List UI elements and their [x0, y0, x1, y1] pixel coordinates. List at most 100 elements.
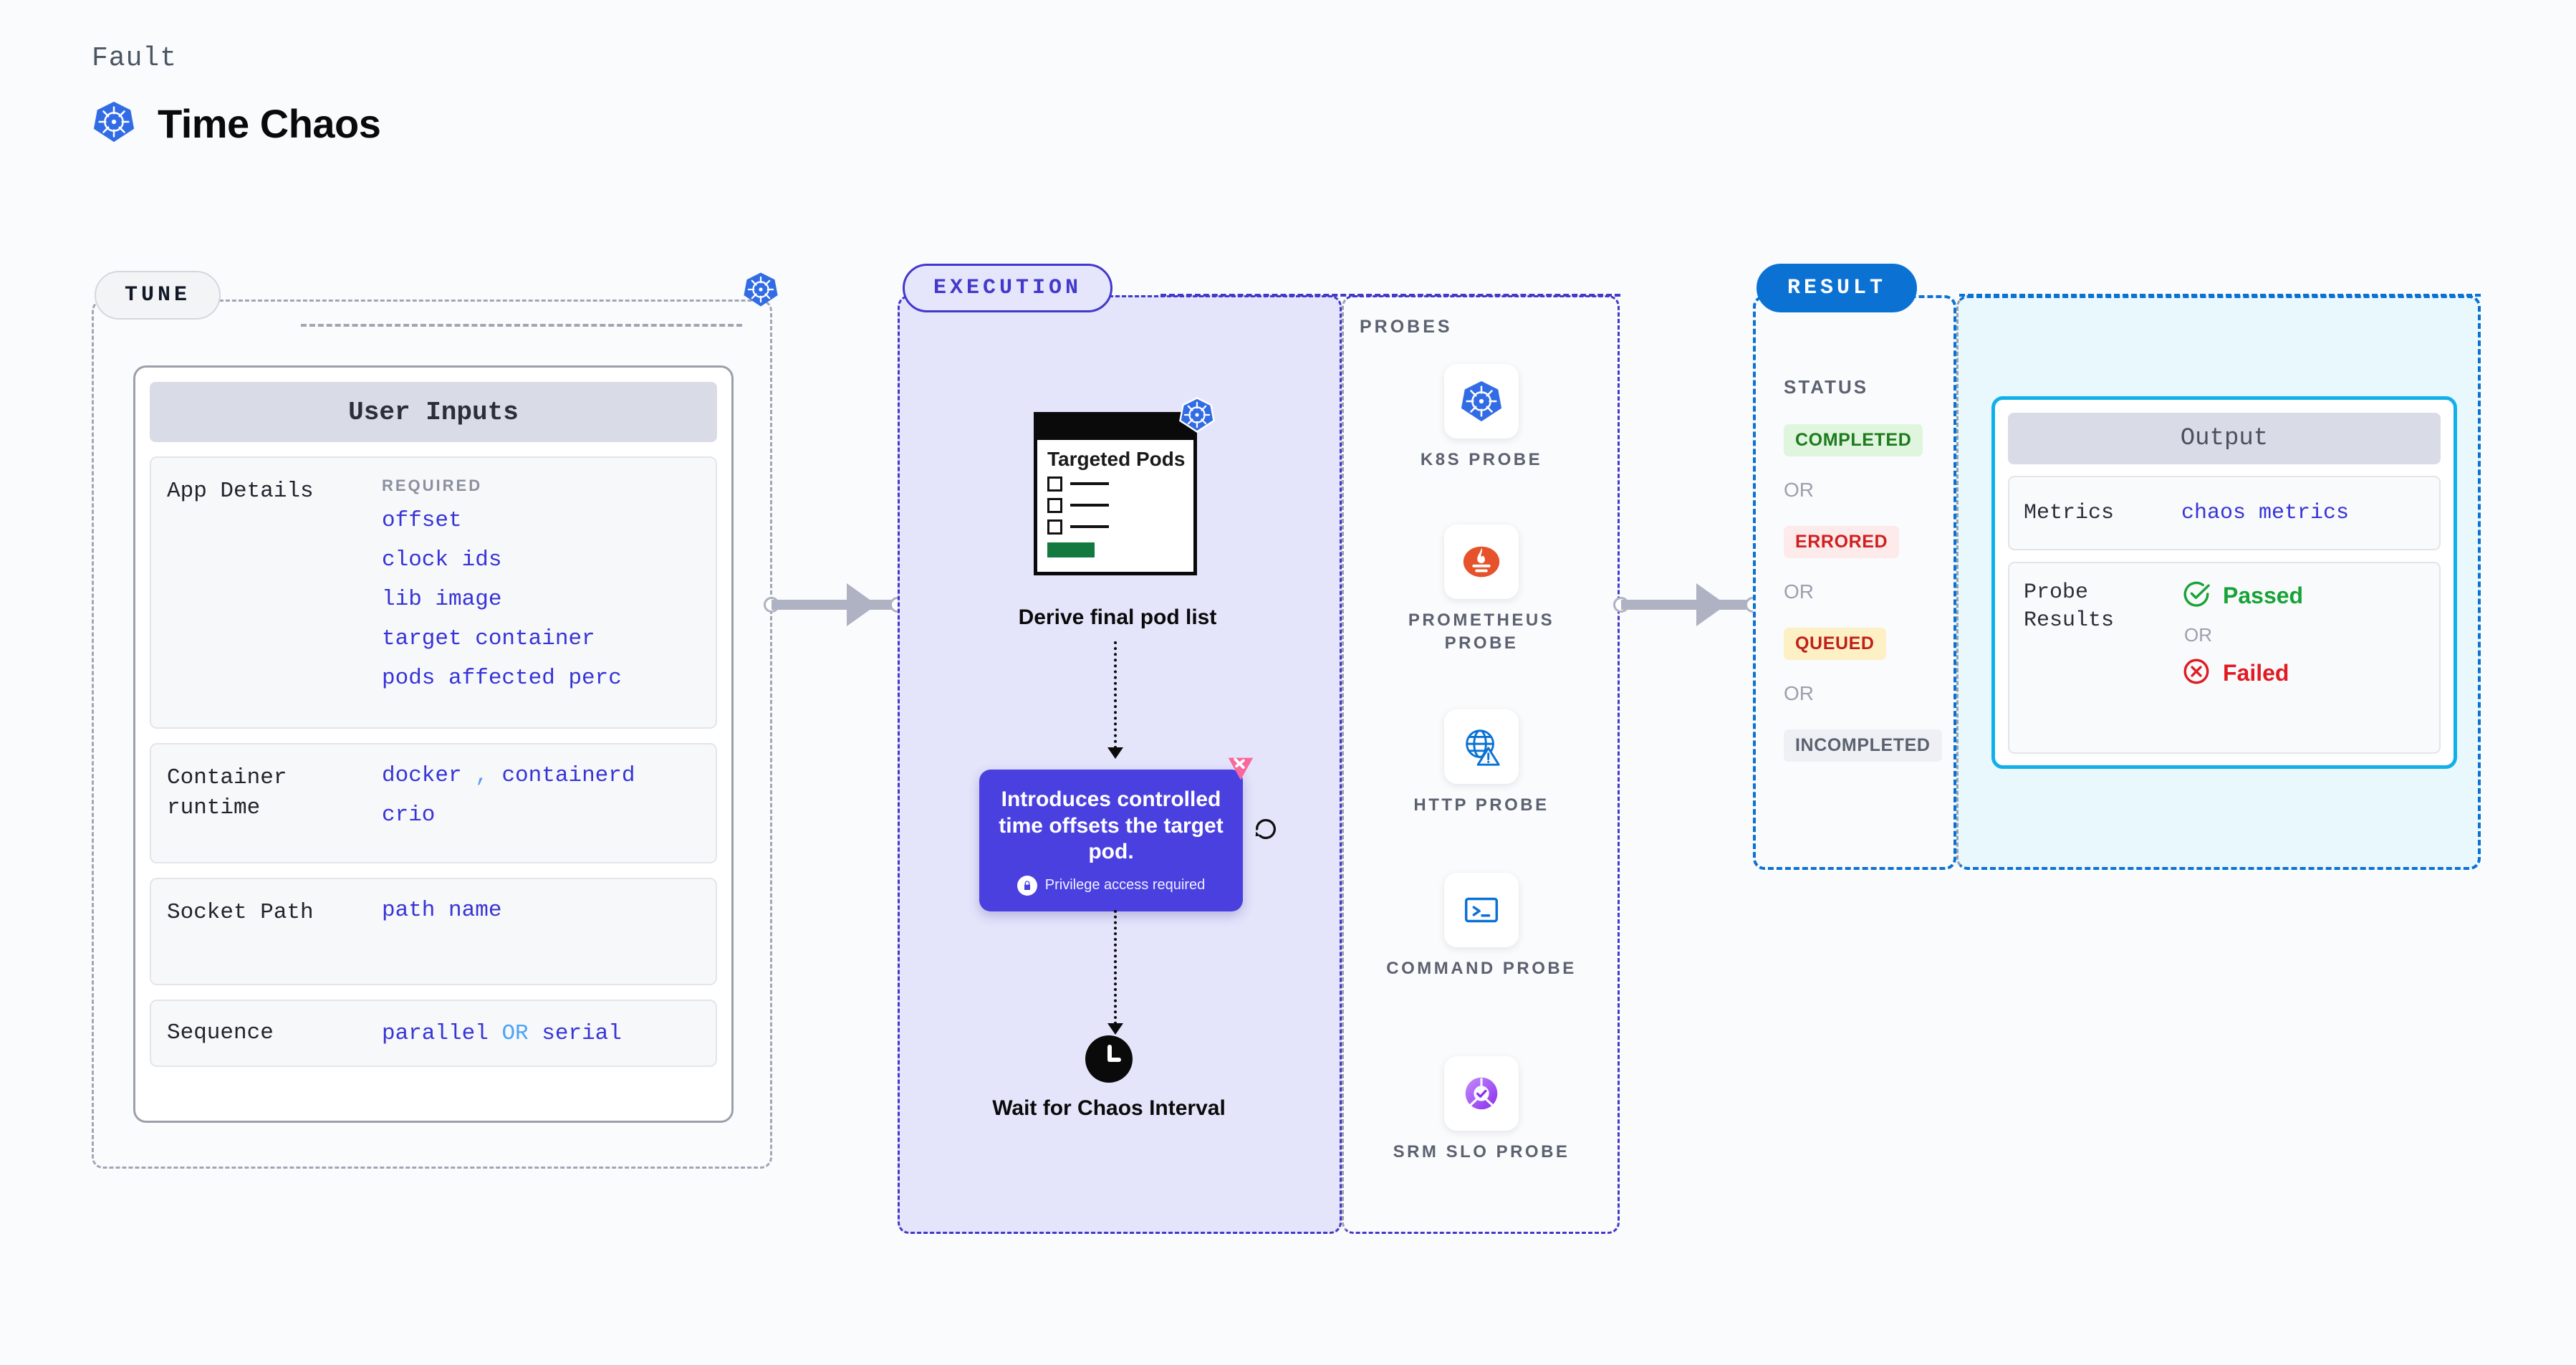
kubernetes-icon [92, 100, 136, 148]
pods-list-item [1047, 519, 1193, 535]
status-badge-incompleted: INCOMPLETED [1784, 729, 1942, 762]
pods-line [1070, 482, 1109, 486]
http-globe-warning-icon [1444, 709, 1519, 784]
probes-section-label: PROBES [1360, 317, 1453, 337]
status-badge-completed: COMPLETED [1784, 424, 1923, 456]
output-metrics-label: Metrics [2024, 500, 2115, 525]
result-top-dash [1959, 294, 2481, 297]
field-label: Container runtime [167, 765, 287, 820]
output-card: Output Metrics chaos metrics Probe Resul… [1991, 396, 2457, 769]
probe-label: HTTP PROBE [1413, 795, 1549, 815]
chaos-description-text: Introduces controlled time offsets the t… [999, 787, 1224, 864]
field-sequence: Sequence parallel OR serial [150, 1000, 717, 1067]
privilege-note-text: Privilege access required [1044, 877, 1206, 894]
pods-line [1070, 525, 1109, 529]
field-value: target container [382, 626, 595, 651]
failed-label: Failed [2223, 660, 2289, 686]
field-values: REQUIRED offset clock ids lib image targ… [382, 476, 697, 709]
lock-icon [1017, 875, 1037, 896]
tune-stage-pill[interactable]: TUNE [95, 271, 221, 320]
field-value: lib image [382, 587, 502, 612]
probe-item-k8s[interactable]: K8S PROBE [1374, 364, 1589, 471]
output-probe-results-label: Probe Results [2024, 580, 2115, 633]
wait-for-chaos-interval-label: Wait for Chaos Interval [992, 1096, 1226, 1120]
pods-body: Targeted Pods [1037, 440, 1193, 557]
terminal-icon [1444, 873, 1519, 947]
or-separator: OR [1784, 479, 1814, 501]
checkbox-icon [1047, 497, 1062, 513]
probe-result-passed: Passed [2181, 579, 2425, 613]
output-metrics-row: Metrics chaos metrics [2008, 476, 2441, 550]
output-metrics-value-wrap: chaos metrics [2181, 501, 2425, 525]
probe-result-failed: Failed [2181, 656, 2425, 690]
srm-slo-gauge-icon [1444, 1056, 1519, 1131]
flow-dotted-line [1114, 641, 1117, 749]
derive-final-pod-list-label: Derive final pod list [1018, 605, 1217, 629]
prometheus-icon [1444, 525, 1519, 599]
fault-eyebrow: Fault [92, 43, 178, 74]
field-value: crio [382, 803, 436, 828]
field-app-details: App Details REQUIRED offset clock ids li… [150, 456, 717, 729]
required-tag: REQUIRED [382, 476, 483, 494]
pods-list-item [1047, 476, 1193, 492]
probe-label: COMMAND PROBE [1386, 959, 1577, 978]
result-stage-pill[interactable]: RESULT [1756, 264, 1918, 312]
flow-arrow-icon [1107, 747, 1123, 759]
pods-list-item [1047, 497, 1193, 513]
probe-item-prometheus[interactable]: PROMETHEUS PROBE [1374, 525, 1589, 656]
status-label: STATUS [1784, 376, 1869, 398]
kubernetes-icon [1178, 396, 1216, 437]
passed-label: Passed [2223, 583, 2304, 608]
field-values: path name [382, 898, 697, 965]
field-socket-path: Socket Path path name [150, 878, 717, 985]
connector-arrow-icon [1696, 583, 1726, 626]
execution-stage-pill[interactable]: EXECUTION [903, 264, 1113, 312]
or-separator: OR [1784, 682, 1814, 704]
retry-icon[interactable] [1250, 813, 1282, 848]
page-header: Fault Time Chaos [92, 43, 381, 148]
pods-topbar [1037, 416, 1193, 440]
checkbox-icon [1047, 476, 1062, 492]
clock-hand-minute [1107, 1045, 1112, 1060]
field-values: docker , containerd crio [382, 763, 697, 843]
probe-item-command[interactable]: COMMAND PROBE [1374, 873, 1589, 980]
title-row: Time Chaos [92, 100, 381, 148]
output-probe-results-values: Passed OR Failed [2181, 579, 2425, 737]
or-separator: OR [2184, 624, 2212, 646]
kubernetes-icon [742, 271, 779, 312]
flow-dotted-line [1114, 910, 1117, 1025]
clock-icon [1085, 1035, 1133, 1083]
probe-label: PROMETHEUS PROBE [1408, 610, 1555, 653]
field-value: pods affected perc [382, 666, 622, 691]
field-value: clock ids [382, 547, 502, 573]
page-title: Time Chaos [158, 101, 381, 146]
field-value: docker , containerd [382, 763, 635, 788]
status-badge-queued: QUEUED [1784, 628, 1886, 660]
field-value: parallel OR serial [382, 1020, 622, 1046]
execution-top-dash [1160, 294, 1620, 297]
output-probe-results-row: Probe Results Passed OR [2008, 562, 2441, 754]
checkbox-icon [1047, 519, 1062, 535]
probe-label: K8S PROBE [1420, 450, 1543, 469]
connector-line [1621, 600, 1746, 610]
flow-arrow-icon [1107, 1023, 1123, 1035]
pods-progress-bar [1047, 542, 1095, 557]
check-circle-icon [2181, 579, 2211, 613]
connector-line [772, 600, 900, 610]
targeted-pods-card: Targeted Pods [1034, 397, 1215, 575]
output-title: Output [2008, 413, 2441, 464]
probe-item-srm-slo[interactable]: SRM SLO PROBE [1374, 1056, 1589, 1164]
privilege-note: Privilege access required [998, 875, 1224, 896]
targeted-pods-title: Targeted Pods [1047, 448, 1186, 470]
user-inputs-title: User Inputs [150, 382, 717, 442]
clock-face [1085, 1035, 1133, 1083]
user-inputs-card: User Inputs App Details REQUIRED offset … [133, 365, 734, 1123]
pods-line [1070, 504, 1109, 507]
field-value: path name [382, 898, 502, 923]
field-values: parallel OR serial [382, 1021, 697, 1046]
field-label: Socket Path [167, 900, 314, 925]
x-circle-icon [2181, 656, 2211, 690]
field-container-runtime: Container runtime docker , containerd cr… [150, 743, 717, 863]
probe-item-http[interactable]: HTTP PROBE [1374, 709, 1589, 817]
pods-document: Targeted Pods [1034, 412, 1197, 575]
